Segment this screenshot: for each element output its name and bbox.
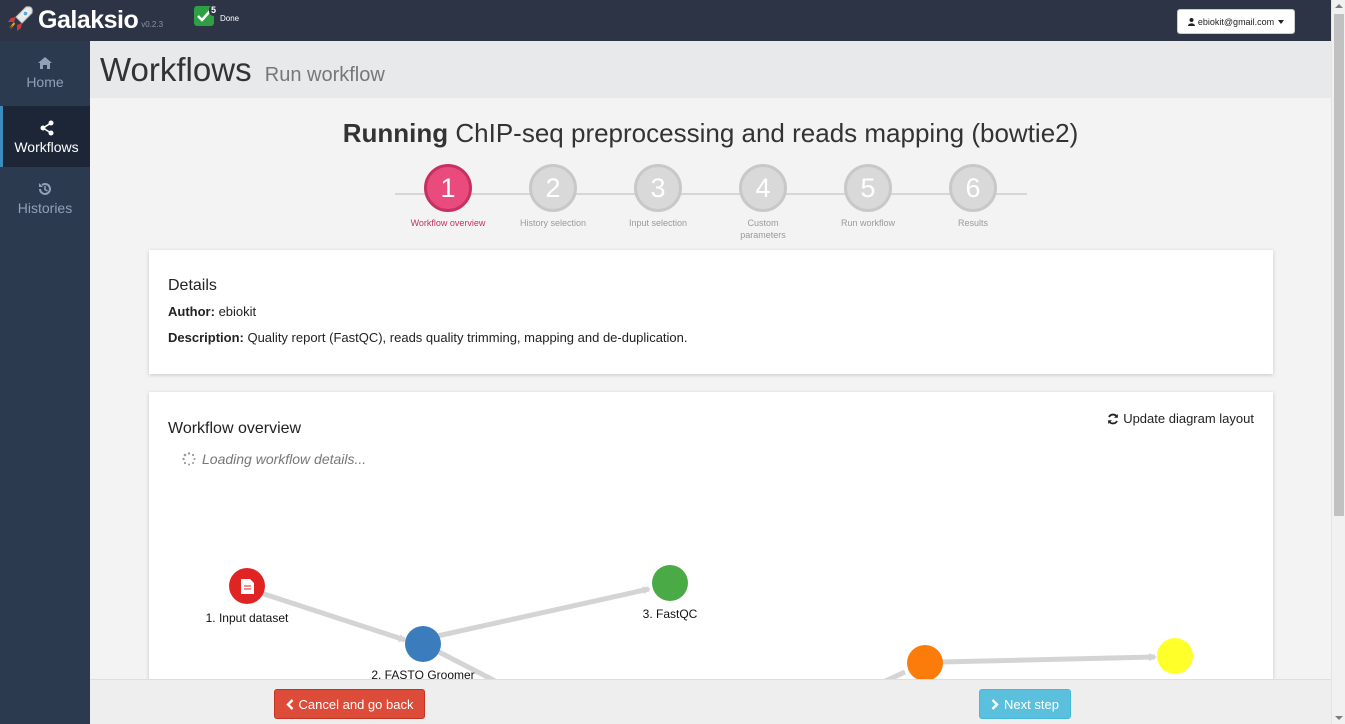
workflow-overview-panel: Workflow overview Update diagram layout …: [149, 392, 1273, 724]
step-input-selection[interactable]: 3 Input selection: [608, 164, 708, 229]
run-workflow-title: Running ChIP-seq preprocessing and reads…: [90, 118, 1331, 149]
author-value: ebiokit: [218, 304, 257, 319]
page-header: Workflows Run workflow: [90, 41, 1331, 98]
sidebar: Home Workflows Histories: [0, 41, 90, 724]
workflow-diagram: 1. Input dataset 2. FASTQ Groomer 3. Fas…: [206, 565, 1193, 687]
step-label: Results: [957, 218, 988, 228]
overview-title: Workflow overview: [168, 420, 302, 437]
scrollbar-thumb[interactable]: [1334, 14, 1344, 516]
history-icon: [39, 183, 51, 195]
sidebar-item-label: Home: [26, 74, 64, 90]
step-label: History selection: [519, 218, 587, 228]
spinner-icon: [182, 452, 196, 466]
node-circle: [405, 626, 441, 662]
scroll-down-icon[interactable]: [1335, 716, 1343, 720]
sidebar-item-histories[interactable]: Histories: [0, 167, 90, 228]
loading-indicator: Loading workflow details...: [182, 451, 366, 467]
wizard-footer: Cancel and go back Next step: [90, 679, 1331, 724]
run-prefix: Running: [342, 118, 449, 148]
workflow-name: ChIP-seq preprocessing and reads mapping…: [455, 118, 1079, 148]
step-label: Input selection: [628, 218, 688, 228]
step-number: 3: [634, 164, 682, 212]
jobs-count-badge: 5: [209, 5, 219, 16]
step-number: 4: [739, 164, 787, 212]
edge-4-5: [940, 653, 1157, 665]
sidebar-item-workflows[interactable]: Workflows: [0, 106, 90, 167]
node-label: 3. FastQC: [643, 607, 698, 621]
update-diagram-layout-button[interactable]: Update diagram layout: [1107, 411, 1254, 426]
sidebar-item-label: Histories: [17, 200, 73, 216]
page-scrollbar[interactable]: [1331, 0, 1345, 724]
loading-text: Loading workflow details...: [202, 451, 367, 467]
next-label: Next step: [1004, 696, 1059, 712]
node-label: 1. Input dataset: [206, 611, 289, 625]
node-circle: [652, 565, 688, 601]
rocket-icon: [8, 6, 33, 31]
page-title: Workflows Run workflow: [100, 51, 385, 89]
step-number: 5: [844, 164, 892, 212]
user-email: ebiokit@gmail.com: [1197, 16, 1275, 27]
author-row: Author: ebiokit: [168, 304, 256, 319]
node-circle: [1157, 638, 1193, 674]
update-diagram-label: Update diagram layout: [1123, 411, 1254, 426]
cancel-label: Cancel and go back: [298, 696, 414, 712]
brand-logo[interactable]: Galaksio v0.2.3: [4, 3, 163, 35]
share-icon: [40, 120, 53, 136]
scroll-up-icon[interactable]: [1335, 4, 1343, 8]
jobs-status[interactable]: 5 Done: [194, 5, 239, 26]
details-panel: Details Author: ebiokit Description: Qua…: [149, 250, 1273, 374]
caret-down-icon: [1278, 19, 1285, 24]
node-orange[interactable]: [907, 645, 943, 681]
chevron-right-icon: [991, 698, 999, 710]
page-subtitle: Run workflow: [264, 64, 385, 86]
next-step-button[interactable]: Next step: [979, 689, 1071, 719]
node-label: 2. FASTQ Groomer: [371, 668, 474, 682]
step-label: Run workflow: [840, 218, 896, 228]
step-run-workflow[interactable]: 5 Run workflow: [818, 164, 918, 229]
node-input-dataset[interactable]: 1. Input dataset: [206, 568, 289, 625]
step-workflow-overview[interactable]: 1 Workflow overview: [398, 164, 498, 229]
user-menu-button[interactable]: ebiokit@gmail.com: [1177, 9, 1295, 34]
edge-2-next: [437, 649, 503, 687]
page-title-text: Workflows: [100, 51, 252, 88]
node-circle: [907, 645, 943, 681]
sidebar-item-label: Workflows: [14, 139, 79, 155]
user-icon: [1187, 17, 1195, 26]
top-navbar: Galaksio v0.2.3 5 Done ebiokit@gmail.com: [0, 0, 1331, 41]
step-history-selection[interactable]: 2 History selection: [503, 164, 603, 229]
app-version: v0.2.3: [141, 20, 164, 29]
wizard-stepper: 1 Workflow overview 2 History selection …: [395, 164, 1027, 244]
description-value: Quality report (FastQC), reads quality t…: [247, 330, 688, 345]
description-label: Description:: [168, 330, 244, 345]
step-custom-parameters[interactable]: 4 Custom parameters: [713, 164, 813, 241]
step-results[interactable]: 6 Results: [923, 164, 1023, 229]
sidebar-item-home[interactable]: Home: [0, 41, 90, 102]
cancel-button[interactable]: Cancel and go back: [274, 689, 425, 719]
step-number: 2: [529, 164, 577, 212]
author-label: Author:: [168, 304, 215, 319]
node-fastq-groomer[interactable]: 2. FASTQ Groomer: [371, 626, 475, 682]
refresh-icon: [1108, 413, 1118, 424]
step-label: Custom parameters: [740, 218, 786, 240]
node-yellow[interactable]: [1157, 638, 1193, 674]
edge-2-3: [432, 586, 651, 640]
step-number: 1: [424, 164, 472, 212]
jobs-status-label: Done: [220, 14, 240, 23]
node-fastqc[interactable]: 3. FastQC: [643, 565, 698, 621]
chevron-left-icon: [285, 698, 293, 710]
app-name: Galaksio: [38, 6, 139, 34]
step-number: 6: [949, 164, 997, 212]
step-label: Workflow overview: [410, 218, 486, 228]
home-icon: [38, 57, 52, 69]
description-row: Description: Quality report (FastQC), re…: [168, 330, 688, 345]
edge-1-2: [260, 590, 407, 643]
stepper-line: [395, 193, 1027, 195]
details-title: Details: [168, 277, 217, 294]
